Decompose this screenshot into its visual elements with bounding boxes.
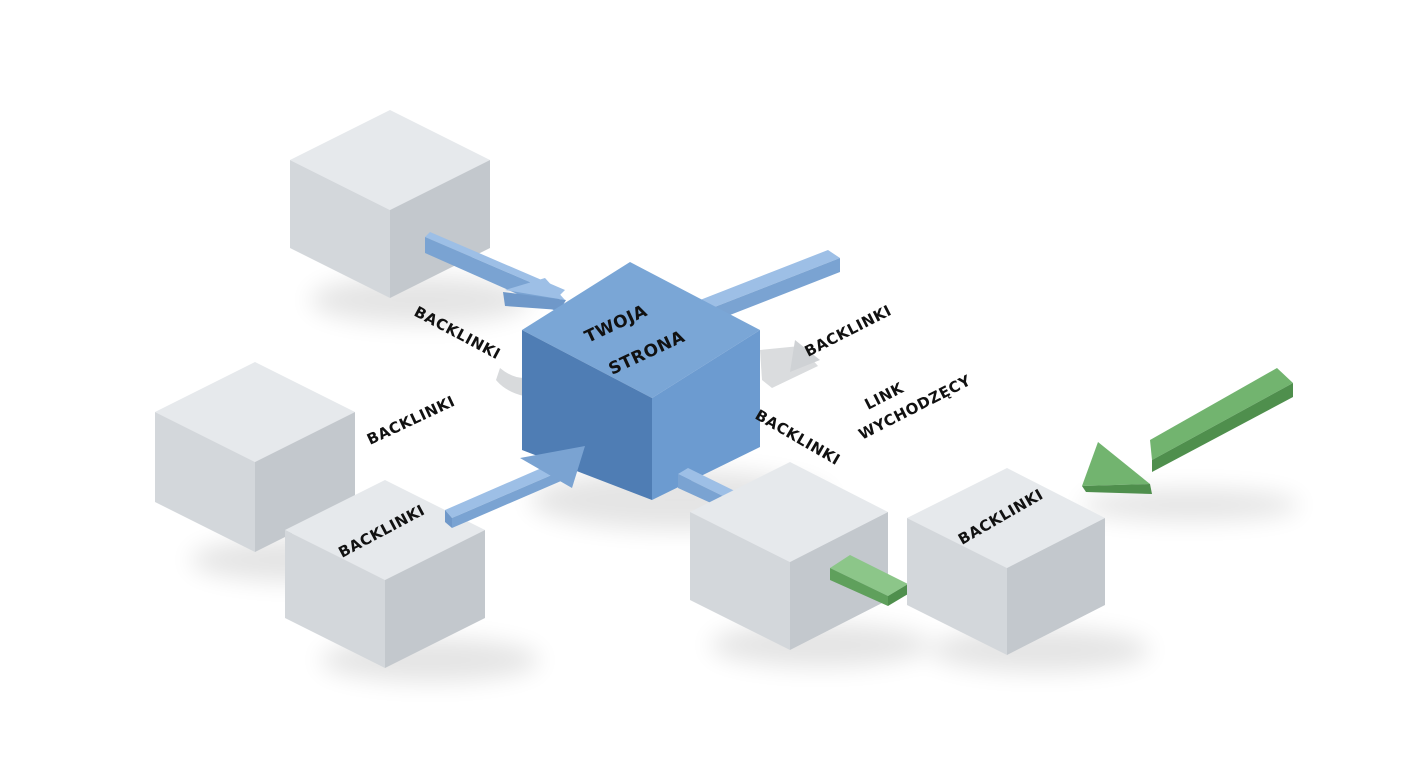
backlink-arrow-upper — [425, 232, 566, 312]
green-link-bar — [830, 555, 908, 606]
backlink-label-mid-left: BACKLINKI — [364, 392, 458, 448]
source-box-mid-left — [155, 362, 355, 552]
gray-arrow-left — [496, 368, 524, 396]
external-box — [907, 468, 1105, 655]
source-box-upper-left — [290, 110, 490, 298]
outbound-green-arrow — [1082, 368, 1293, 494]
backlink-arrow-lower — [445, 446, 585, 528]
backlink-label-right-mid: BACKLINKI — [752, 406, 843, 469]
backlink-label-right-upper: BACKLINKI — [802, 301, 895, 360]
box-shadows — [190, 276, 1300, 682]
source-box-lower — [285, 480, 485, 668]
gray-arrow-right — [760, 340, 820, 388]
center-cube — [522, 262, 760, 500]
